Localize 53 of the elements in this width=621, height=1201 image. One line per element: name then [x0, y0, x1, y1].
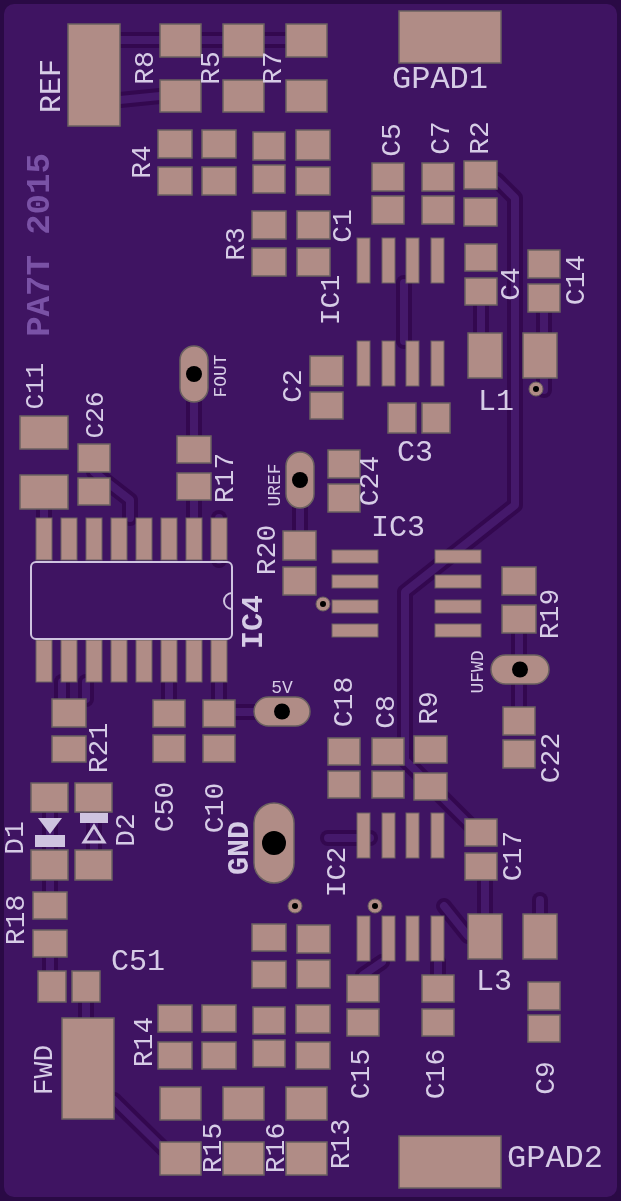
silkscreen-label: C8	[373, 695, 401, 729]
silkscreen-label: C51	[111, 947, 165, 977]
silkscreen-label: R13	[328, 1118, 356, 1170]
silkscreen-label: R3	[223, 227, 251, 261]
silkscreen-label: UFWD	[469, 650, 487, 694]
silkscreen-label: D1	[2, 821, 30, 855]
silkscreen-label: R4	[129, 145, 157, 179]
silkscreen-label: R19	[537, 588, 565, 640]
silkscreen-label: C15	[348, 1048, 376, 1100]
silkscreen-label: C4	[498, 267, 526, 301]
silkscreen-label: GND	[225, 821, 255, 875]
silkscreen-label: C1	[330, 209, 358, 243]
silkscreen-label: L3	[476, 967, 512, 997]
silkscreen-label: R20	[254, 524, 282, 576]
silkscreen-label: L1	[478, 387, 514, 417]
silkscreen-label: R16	[263, 1122, 291, 1174]
silkscreen-label: C22	[538, 732, 566, 784]
silkscreen-label: UREF	[266, 463, 284, 507]
silkscreen-label: C16	[423, 1048, 451, 1100]
silkscreen-label: D2	[113, 813, 141, 847]
silkscreen-label: R9	[416, 691, 444, 725]
silkscreen-label: REF	[37, 59, 67, 113]
silkscreen-label: FWD	[31, 1044, 59, 1096]
silkscreen-label: R2	[467, 121, 495, 155]
silkscreen-label: C18	[331, 676, 359, 728]
silkscreen-label: R21	[86, 722, 114, 774]
silkscreen-label: C50	[152, 781, 180, 833]
silkscreen-label: C24	[357, 455, 385, 507]
silkscreen-label: C17	[500, 830, 528, 882]
silkscreen-label: 5V	[271, 679, 293, 697]
silkscreen-label: R5	[198, 51, 226, 85]
silkscreen-label: C5	[379, 123, 407, 157]
silkscreen-label: R14	[131, 1016, 159, 1068]
silkscreen-label: GPAD2	[507, 1143, 603, 1175]
silkscreen-label: C3	[397, 438, 433, 468]
silkscreen-label: R18	[3, 894, 31, 946]
silkscreen-label: IC4	[239, 595, 269, 649]
silkscreen-label: C11	[23, 362, 49, 410]
silkscreen-label: IC1	[318, 274, 346, 326]
silkscreen-label: C2	[280, 369, 308, 403]
silkscreen-label: C14	[563, 254, 591, 306]
silkscreen-label: R8	[132, 51, 160, 85]
silkscreen-label: C9	[533, 1061, 561, 1095]
silkscreen-label: GPAD1	[392, 64, 488, 96]
silkscreen-label: R17	[212, 452, 240, 504]
silkscreen-label: IC3	[371, 513, 425, 543]
silkscreen-label: R15	[200, 1122, 228, 1174]
silkscreen-label: IC2	[324, 846, 352, 898]
silkscreen-label: R7	[260, 51, 288, 85]
silkscreen-label: C26	[83, 391, 109, 439]
silkscreen-label: C7	[428, 121, 456, 155]
silkscreen-label: FOUT	[212, 354, 230, 398]
silkscreen-label: PA7T 2015	[23, 153, 57, 337]
